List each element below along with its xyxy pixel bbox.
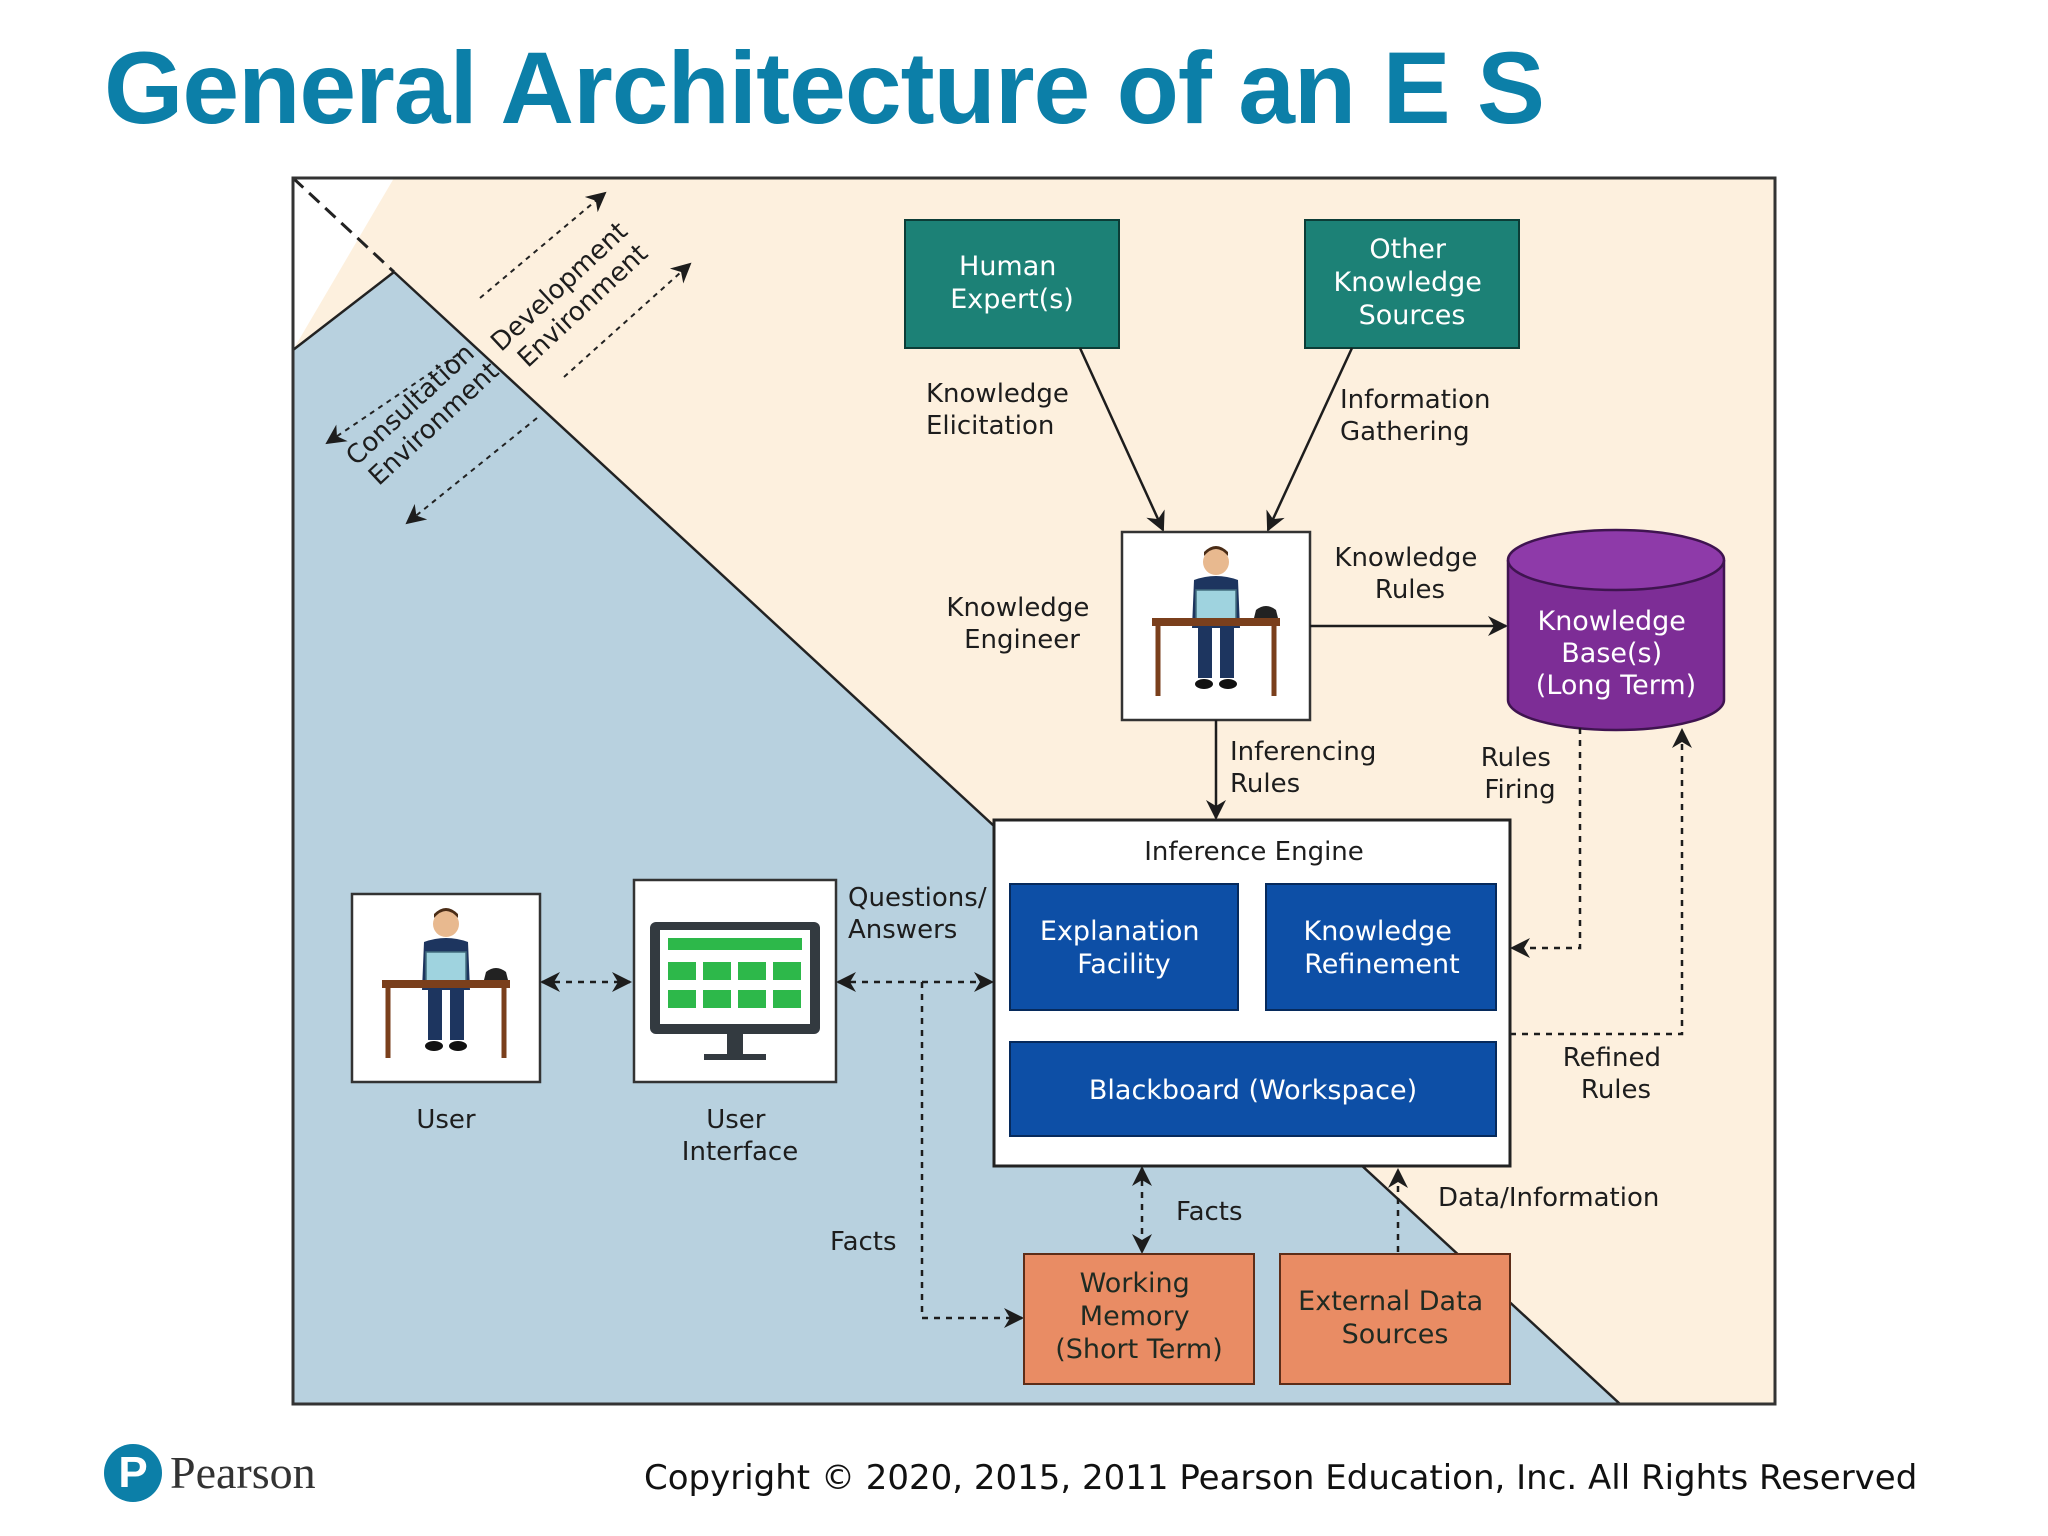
- user-label: User: [416, 1105, 476, 1135]
- inference-engine-title: Inference Engine: [1144, 837, 1364, 867]
- svg-text:Knowledge Base(s): Knowledge Base(s) (Long Term): [1536, 606, 1696, 701]
- environment-divider-dashed: [291, 176, 396, 274]
- working-memory-box: Working Memory (Short Term): [1023, 1253, 1255, 1385]
- knowledge-rules-label: Knowledge Rules: [1334, 543, 1485, 605]
- development-arrow-1: [479, 191, 607, 299]
- monitor-icon: [650, 922, 820, 1060]
- user-figure: [350, 892, 542, 1084]
- human-experts-box: Human Expert(s): [904, 219, 1120, 349]
- refined-rules-arrow: [1510, 728, 1692, 1036]
- external-data-sources-box: External Data Sources: [1279, 1253, 1511, 1385]
- copyright-notice: Copyright © 2020, 2015, 2011 Pearson Edu…: [644, 1458, 1918, 1498]
- pearson-wordmark: Pearson: [170, 1447, 316, 1498]
- pearson-logo-icon: P: [104, 1444, 162, 1502]
- knowledge-elicitation-label: Knowledge Elicitation: [926, 379, 1077, 441]
- consultation-arrow-1: [325, 354, 458, 445]
- engineer-at-desk-icon: [1152, 546, 1280, 696]
- explanation-facility-box: Explanation Facility: [1009, 883, 1239, 1011]
- questions-answers-label: Questions/ Answers: [848, 883, 995, 945]
- svg-text:External Data Sources: External Data Sources: [1298, 1286, 1492, 1350]
- knowledge-base-cylinder: Knowledge Base(s) (Long Term): [1506, 528, 1726, 732]
- rules-firing-arrow: [1510, 728, 1582, 958]
- user-interface-figure: [632, 878, 838, 1084]
- knowledge-engineer-label: Knowledge Engineer: [946, 593, 1097, 655]
- svg-text:Human Expert(s): Human Expert(s): [950, 251, 1074, 315]
- svg-text:Other Knowledge So: Other Knowledge Sources: [1333, 234, 1490, 331]
- inference-engine-box: Inference Engine Explanation Facility Kn…: [992, 818, 1512, 1168]
- information-gathering-label: Information Gathering: [1340, 385, 1499, 447]
- svg-text:Explanation Facility: Explanation Facility: [1040, 916, 1208, 980]
- refined-rules-label: Refined Rules: [1563, 1043, 1670, 1105]
- development-arrow-2: [563, 262, 692, 378]
- rules-firing-label: Rules Firing: [1481, 743, 1559, 805]
- diagram-border: [291, 176, 1777, 1406]
- svg-text:Knowledge Refinement: Knowledge Refinement: [1303, 916, 1460, 980]
- facts-center-label: Facts: [1176, 1197, 1243, 1227]
- white-corner: [293, 178, 394, 350]
- facts-ui-to-memory-arrow: [920, 982, 1024, 1328]
- knowledge-refinement-box: Knowledge Refinement: [1265, 883, 1497, 1011]
- data-information-label: Data/Information: [1438, 1183, 1659, 1213]
- user-at-desk-icon: [382, 908, 510, 1058]
- consultation-arrow-2: [405, 417, 538, 525]
- knowledge-elicitation-arrow: [1078, 347, 1165, 532]
- page-title: General Architecture of an E S: [104, 31, 1545, 145]
- svg-text:Working Memory (Sh: Working Memory (Short Term): [1055, 1268, 1223, 1365]
- information-gathering-arrow: [1266, 347, 1354, 532]
- svg-text:Blackboard (Workspace): Blackboard (Workspace): [1089, 1075, 1417, 1106]
- blackboard-box: Blackboard (Workspace): [1009, 1041, 1497, 1137]
- knowledge-engineer-figure: [1120, 530, 1312, 722]
- user-interface-label: User Interface: [682, 1105, 798, 1167]
- inferencing-rules-label: Inferencing Rules: [1230, 737, 1385, 799]
- other-knowledge-sources-box: Other Knowledge Sources: [1304, 219, 1520, 349]
- facts-left-label: Facts: [830, 1227, 897, 1257]
- pearson-logo: P Pearson: [104, 1442, 404, 1512]
